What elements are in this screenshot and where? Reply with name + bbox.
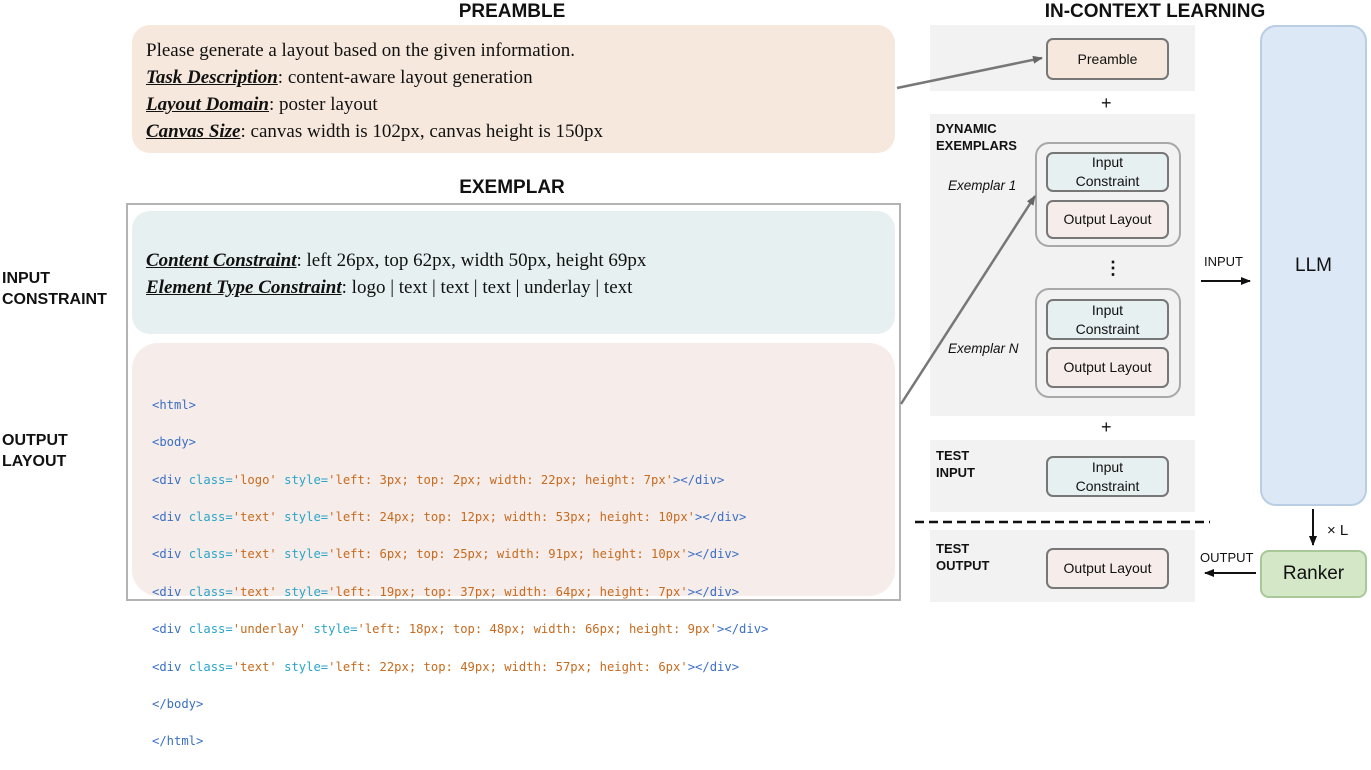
icl-preamble-box: Preamble bbox=[1046, 38, 1169, 80]
code-html-open: <html> bbox=[152, 397, 197, 412]
exemplar-1-group bbox=[1035, 142, 1181, 247]
connector-layer bbox=[896, 55, 1317, 577]
exemplar-n-output-layout: Output Layout bbox=[1046, 347, 1169, 388]
input-constraint-line1: Input bbox=[1091, 154, 1124, 170]
layout-domain-value: : poster layout bbox=[268, 94, 378, 115]
input-constraint-line2: Constraint bbox=[1075, 320, 1140, 337]
constraint-text: Content Constraint: left 26px, top 62px,… bbox=[146, 247, 886, 301]
code-row: <div class='logo' style='left: 3px; top:… bbox=[152, 472, 725, 487]
input-constraint-line1: Input bbox=[1091, 301, 1124, 318]
input-label-line1: INPUT bbox=[2, 270, 50, 287]
exemplar-heading: EXEMPLAR bbox=[459, 177, 565, 198]
output-arrow-label: OUTPUT bbox=[1200, 550, 1254, 565]
code-row: <div class='text' style='left: 19px; top… bbox=[152, 584, 740, 599]
input-constraint-line2: Constraint bbox=[1075, 477, 1140, 494]
input-label-line2: CONSTRAINT bbox=[2, 291, 107, 308]
llm-block: LLM bbox=[1260, 25, 1367, 506]
dynamic-exemplars-label: DYNAMIC EXEMPLARS bbox=[936, 120, 1017, 154]
test-output-label: TEST OUTPUT bbox=[936, 540, 989, 574]
element-type-line: Element Type Constraint: logo | text | t… bbox=[146, 274, 886, 301]
code-row: <div class='text' style='left: 24px; top… bbox=[152, 509, 747, 524]
code-row: <div class='text' style='left: 6px; top:… bbox=[152, 547, 740, 562]
repeat-count-label: × L bbox=[1327, 522, 1349, 539]
output-label-line2: LAYOUT bbox=[2, 453, 67, 470]
task-description-key: Task Description bbox=[146, 67, 278, 88]
canvas-size-value: : canvas width is 102px, canvas height i… bbox=[240, 121, 604, 142]
content-constraint-value: : left 26px, top 62px, width 50px, heigh… bbox=[296, 250, 647, 271]
test-input-line1: TEST bbox=[936, 448, 970, 463]
preamble-line-domain: Layout Domain: poster layout bbox=[146, 91, 886, 118]
input-constraint-line1: Input bbox=[1091, 458, 1124, 475]
ellipsis: ⋮ bbox=[1104, 258, 1122, 278]
input-constraint-label: INPUT CONSTRAINT bbox=[2, 268, 107, 310]
exemplar-n-label: Exemplar N bbox=[948, 341, 1019, 356]
input-constraint-line2: Constraint bbox=[1075, 173, 1140, 189]
input-arrow-label: INPUT bbox=[1204, 254, 1243, 269]
test-output-line2: OUTPUT bbox=[936, 558, 990, 573]
test-input-line2: INPUT bbox=[936, 465, 975, 480]
dynamic-line2: EXEMPLARS bbox=[936, 138, 1017, 153]
plus-sign-1: + bbox=[1101, 93, 1112, 113]
preamble-text: Please generate a layout based on the gi… bbox=[146, 37, 886, 145]
test-output-line1: TEST bbox=[936, 541, 970, 556]
test-input-label: TEST INPUT bbox=[936, 447, 975, 481]
element-type-value: : logo | text | text | text | underlay |… bbox=[341, 277, 633, 298]
canvas-size-key: Canvas Size bbox=[146, 121, 241, 142]
code-body-close: </body> bbox=[152, 696, 204, 711]
output-label-line1: OUTPUT bbox=[2, 432, 68, 449]
preamble-box bbox=[132, 25, 895, 153]
layout-domain-key: Layout Domain bbox=[146, 94, 269, 115]
code-row: <div class='underlay' style='left: 18px;… bbox=[152, 622, 769, 637]
preamble-line-task: Task Description: content-aware layout g… bbox=[146, 64, 886, 91]
preamble-line-1: Please generate a layout based on the gi… bbox=[146, 40, 575, 61]
preamble-to-icl-arrow bbox=[896, 55, 1043, 90]
preamble-line-canvas: Canvas Size: canvas width is 102px, canv… bbox=[146, 118, 886, 145]
content-constraint-key: Content Constraint bbox=[146, 250, 297, 271]
exemplar-frame bbox=[126, 203, 901, 601]
ranker-block: Ranker bbox=[1260, 550, 1367, 598]
dynamic-line1: DYNAMIC bbox=[936, 121, 997, 136]
constraint-box bbox=[132, 211, 895, 334]
exemplar-1-label: Exemplar 1 bbox=[948, 178, 1017, 193]
exemplar-to-icl-arrow bbox=[899, 195, 1037, 405]
code-row: <div class='text' style='left: 22px; top… bbox=[152, 659, 740, 674]
task-description-value: : content-aware layout generation bbox=[277, 67, 533, 88]
exemplar-n-group bbox=[1035, 288, 1181, 398]
preamble-heading: PREAMBLE bbox=[458, 1, 566, 22]
exemplar-1-output-layout: Output Layout bbox=[1046, 200, 1169, 239]
content-constraint-line: Content Constraint: left 26px, top 62px,… bbox=[146, 247, 886, 274]
element-type-key: Element Type Constraint bbox=[146, 277, 342, 298]
code-html-close: </html> bbox=[152, 734, 204, 749]
icl-heading: IN-CONTEXT LEARNING bbox=[1044, 1, 1266, 22]
test-output-layout: Output Layout bbox=[1046, 548, 1169, 589]
plus-sign-2: + bbox=[1101, 417, 1112, 437]
code-body-open: <body> bbox=[152, 435, 197, 450]
code-box bbox=[132, 343, 895, 596]
output-layout-label: OUTPUT LAYOUT bbox=[2, 430, 68, 472]
